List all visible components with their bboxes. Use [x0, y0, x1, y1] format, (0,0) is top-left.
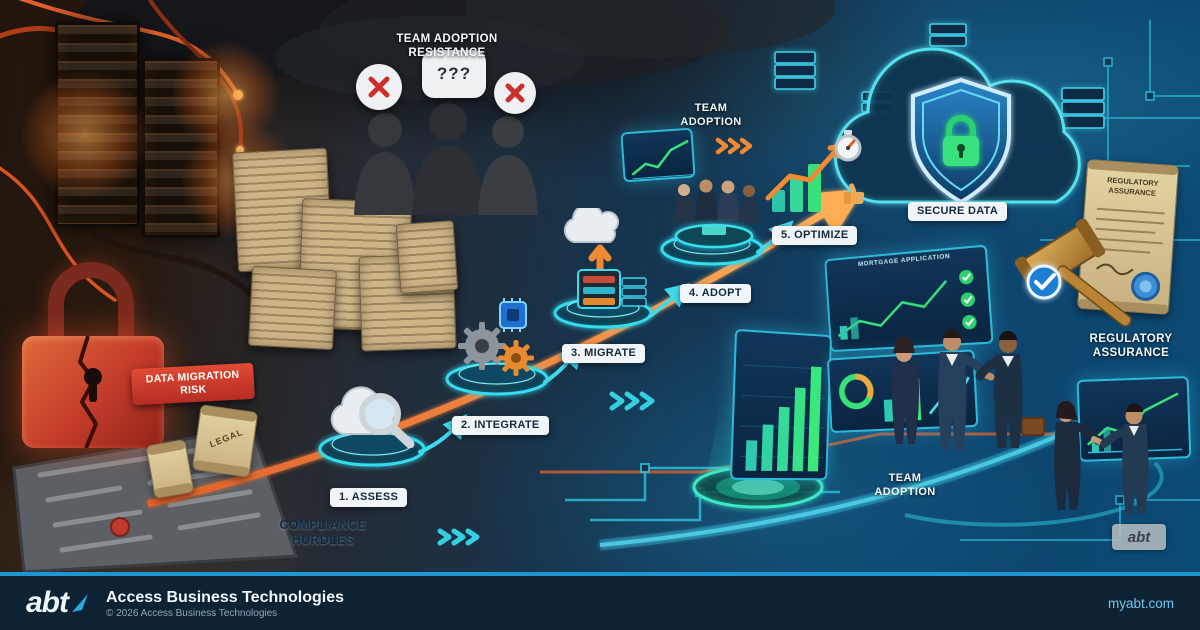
- legacy-server-rack-2: [142, 58, 220, 238]
- website-link[interactable]: myabt.com: [1107, 595, 1174, 611]
- step-label-integrate: 2. INTEGRATE: [452, 416, 549, 435]
- regulatory-scroll-title: REGULATORY ASSURANCE: [1106, 175, 1159, 198]
- keyhole-icon: [84, 368, 102, 402]
- data-migration-risk-badge: DATA MIGRATION RISK: [131, 362, 255, 406]
- illustration-scene: DATA MIGRATION RISK LEGAL COMPLIANCE HUR…: [0, 0, 1200, 572]
- green-padlock-icon: [943, 115, 979, 166]
- company-name: Access Business Technologies: [106, 588, 345, 606]
- stopwatch-icon: [834, 130, 862, 162]
- team-adoption-resistance-label: TEAM ADOPTION RESISTANCE: [396, 33, 498, 60]
- compliance-hurdles-label: COMPLIANCE HURDLES: [279, 518, 367, 547]
- businessman-figure: [938, 329, 995, 450]
- security-shield-icon: [911, 77, 1011, 205]
- handshake-pair-group: [1054, 401, 1149, 514]
- thumbs-up-icon: [844, 183, 864, 205]
- team-adoption-top-label: TEAM ADOPTION: [680, 102, 742, 128]
- footer-text-block: Access Business Technologies © 2026 Acce…: [106, 588, 344, 619]
- maze-button: [110, 517, 130, 537]
- growth-line-chart: [631, 139, 693, 180]
- paper-stack: [395, 220, 459, 294]
- abt-logo: abt: [26, 586, 92, 620]
- footer-bar: abt Access Business Technologies © 2026 …: [0, 572, 1200, 630]
- confusion-bubble: ???: [422, 50, 486, 98]
- legal-scroll-label: LEGAL: [208, 426, 245, 450]
- rejection-bubble-2: [494, 72, 536, 114]
- copyright-text: © 2026 Access Business Technologies: [106, 607, 278, 619]
- red-x-icon: [505, 83, 525, 103]
- team-figures: [673, 179, 760, 223]
- businesswoman-figure: [892, 336, 919, 444]
- businessman-figure-3: [1100, 403, 1149, 514]
- abt-logo-swoosh-icon: [72, 594, 88, 612]
- businesswoman-figure-2: [1054, 401, 1105, 510]
- step-label-assess: 1. ASSESS: [330, 488, 408, 507]
- cloud-server-stacks: [774, 23, 1105, 129]
- migrate-icon: [563, 208, 647, 309]
- team-adoption-bottom-label: TEAM ADOPTION: [874, 472, 936, 498]
- red-x-icon: [368, 76, 390, 98]
- businessman-figure-2: [975, 331, 1045, 448]
- regulatory-scroll: REGULATORY ASSURANCE: [1076, 158, 1180, 316]
- step-label-adopt: 4. ADOPT: [680, 284, 751, 303]
- adopt-icon: [673, 179, 760, 249]
- regulatory-assurance-label: REGULATORY ASSURANCE: [1089, 333, 1173, 360]
- team-adoption-chart-panel: [620, 127, 696, 183]
- flow-chevrons: [437, 137, 753, 546]
- legacy-server-rack: [55, 22, 140, 227]
- question-marks: ???: [436, 64, 472, 83]
- approval-check-icon: [1026, 264, 1062, 300]
- rejection-bubble: [356, 64, 402, 110]
- step-label-migrate: 3. MIGRATE: [562, 344, 646, 363]
- gear-icon-orange: [498, 340, 534, 376]
- step-label-optimize: 5. OPTIMIZE: [772, 226, 858, 245]
- gavel-icon: [1014, 218, 1132, 327]
- gear-icon: [458, 322, 506, 370]
- abt-watermark: abt: [1112, 524, 1166, 550]
- bar-chart-panel: [729, 328, 832, 481]
- legal-scroll: LEGAL: [191, 404, 259, 478]
- optimize-icon: [765, 130, 864, 212]
- cracked-padlock-icon: [22, 262, 172, 448]
- resisting-team-silhouettes: [354, 103, 538, 215]
- abt-logo-text: abt: [26, 586, 69, 619]
- chip-icon: [499, 298, 527, 332]
- assess-icon: [330, 386, 415, 448]
- paper-stack: [247, 265, 338, 351]
- integrate-icon: [458, 298, 534, 376]
- data-migration-risk-label: DATA MIGRATION RISK: [145, 368, 240, 397]
- padlock-crack: [78, 336, 98, 448]
- handshake-team-group: [892, 329, 1045, 450]
- briefcase-icon: [1021, 417, 1045, 436]
- document-lines: [1094, 207, 1165, 301]
- rising-bars-chart: [735, 334, 831, 472]
- secure-data-label: SECURE DATA: [908, 202, 1008, 221]
